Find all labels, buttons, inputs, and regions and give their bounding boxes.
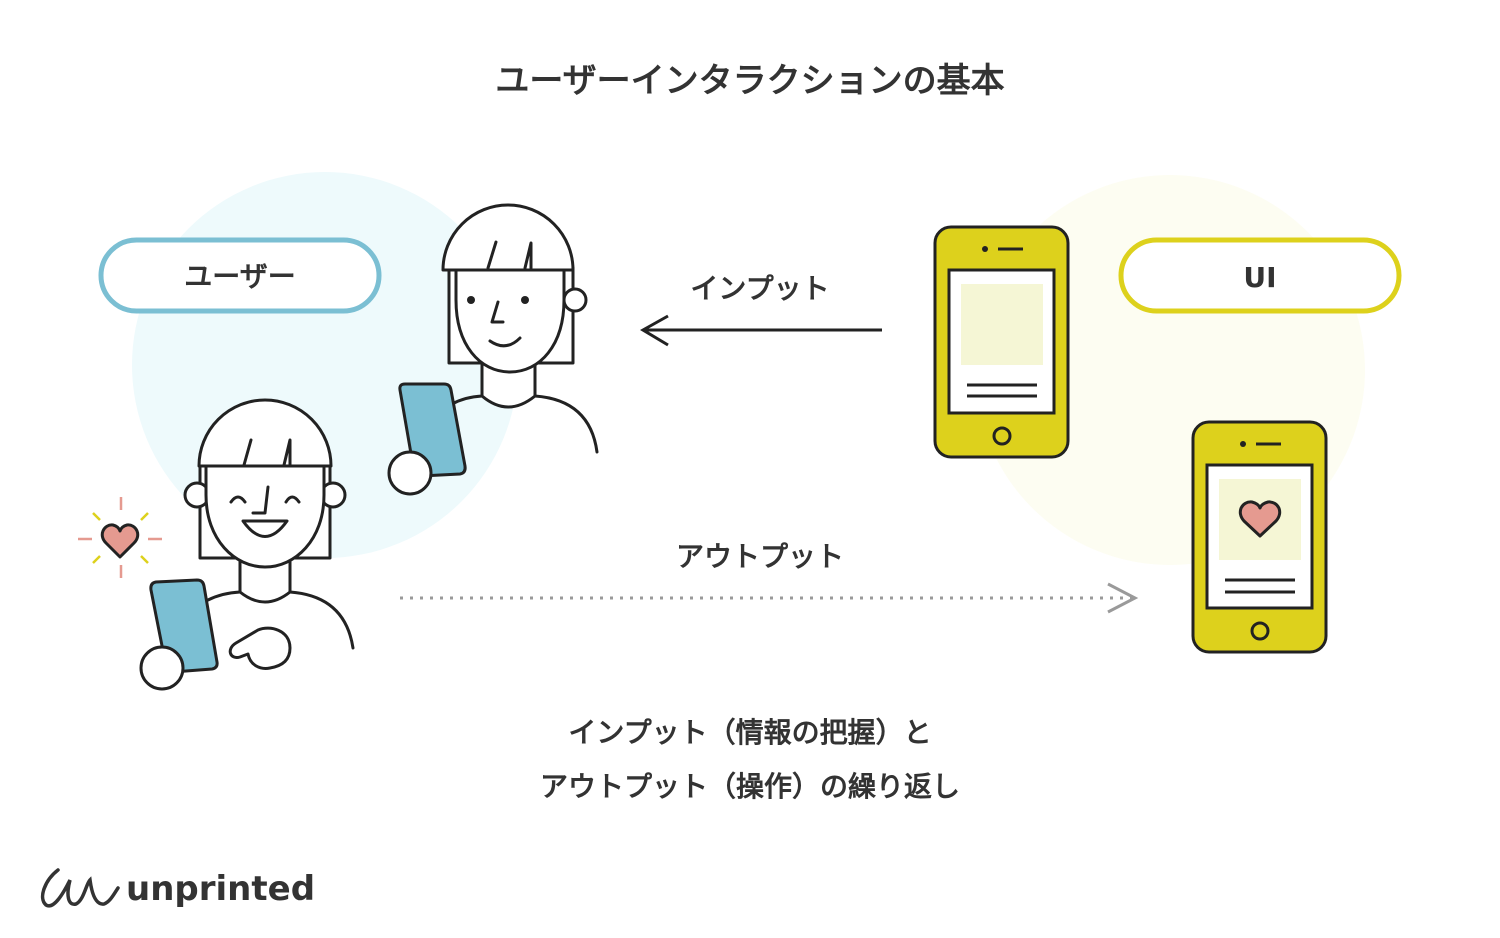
ui-label: UI (1243, 261, 1276, 294)
logo-text: unprinted (126, 869, 315, 909)
user-figure-operating (78, 398, 355, 691)
heart-sparkle-icon (78, 497, 162, 578)
caption-line-1: インプット（情報の把握）と (568, 716, 931, 749)
caption-line-2: アウトプット（操作）の繰り返し (540, 770, 960, 803)
input-arrow (640, 314, 882, 347)
output-label: アウトプット (676, 540, 844, 573)
ui-phone-liked (1191, 420, 1328, 654)
user-figure-observing (387, 203, 599, 496)
logo-mark-icon (40, 868, 120, 908)
unprinted-logo: unprinted (40, 868, 315, 909)
diagram-title: ユーザーインタラクションの基本 (495, 61, 1004, 101)
input-label: インプット (690, 272, 829, 305)
heart-icon (1238, 500, 1282, 538)
pointing-hand-icon (228, 626, 292, 670)
ui-phone-display (933, 225, 1070, 459)
user-label: ユーザー (184, 260, 295, 293)
output-arrow (400, 582, 1139, 614)
user-pill: ユーザー (98, 237, 382, 314)
ui-pill: UI (1118, 237, 1402, 314)
